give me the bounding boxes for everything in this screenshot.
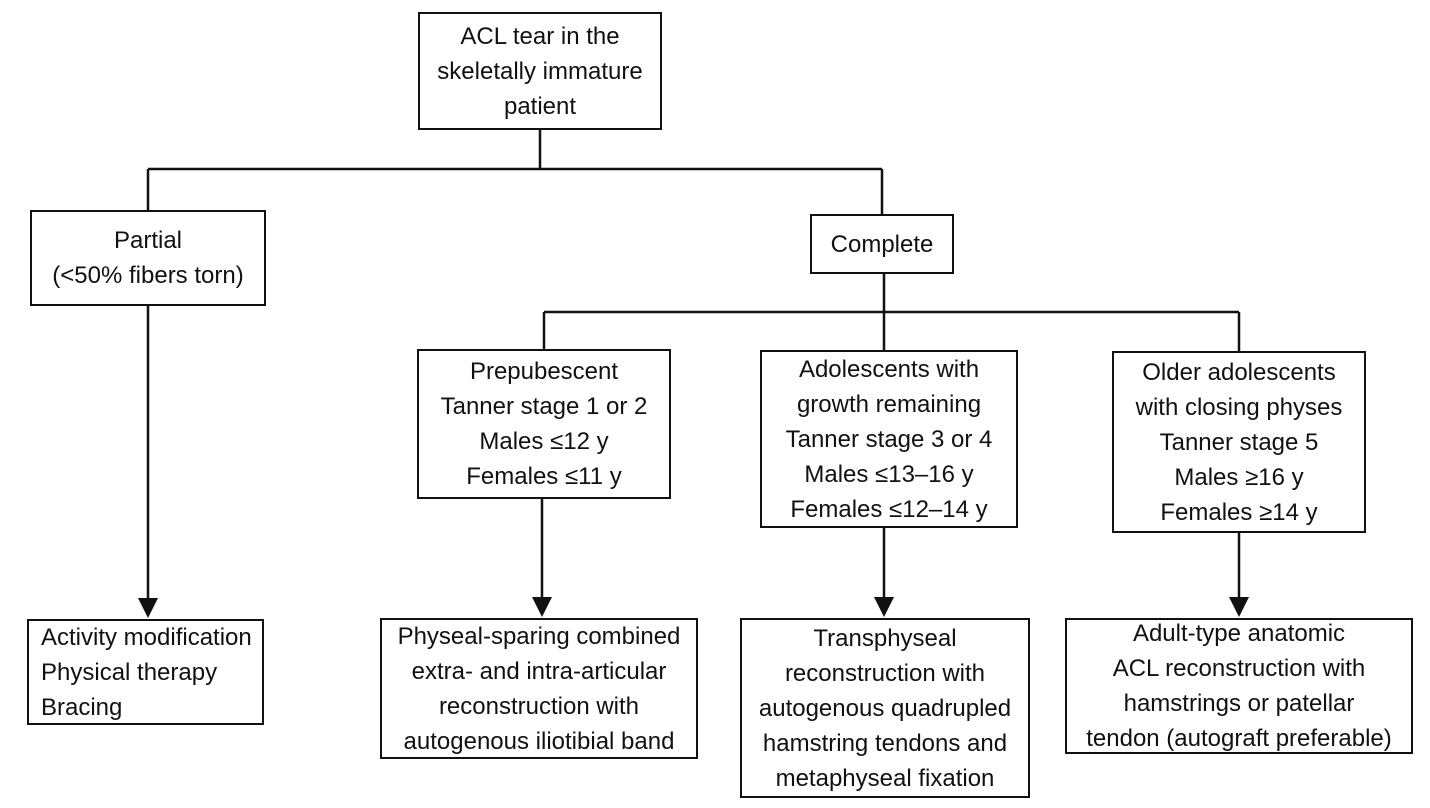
arrowhead-transphyseal — [874, 597, 894, 617]
node-acl-tear-root: ACL tear in the skeletally immature pati… — [418, 12, 662, 130]
node-prepubescent: Prepubescent Tanner stage 1 or 2 Males ≤… — [417, 349, 671, 499]
node-treatment-adult-type: Adult-type anatomic ACL reconstruction w… — [1065, 618, 1413, 754]
arrowhead-physeal — [532, 597, 552, 617]
node-adolescents-growth-remaining: Adolescents with growth remaining Tanner… — [760, 350, 1018, 528]
node-partial-tear: Partial (<50% fibers torn) — [30, 210, 266, 306]
arrowhead-adult — [1229, 597, 1249, 617]
node-older-adolescents: Older adolescents with closing physes Ta… — [1112, 351, 1366, 533]
node-treatment-physeal-sparing: Physeal-sparing combined extra- and intr… — [380, 618, 698, 759]
node-treatment-transphyseal: Transphyseal reconstruction with autogen… — [740, 618, 1030, 798]
node-treatment-activity-modification: Activity modification Physical therapy B… — [27, 619, 264, 725]
arrowhead-activity — [138, 598, 158, 618]
connector-root-split — [146, 130, 884, 214]
connector-complete-split — [542, 274, 1241, 351]
node-complete-tear: Complete — [810, 214, 954, 274]
